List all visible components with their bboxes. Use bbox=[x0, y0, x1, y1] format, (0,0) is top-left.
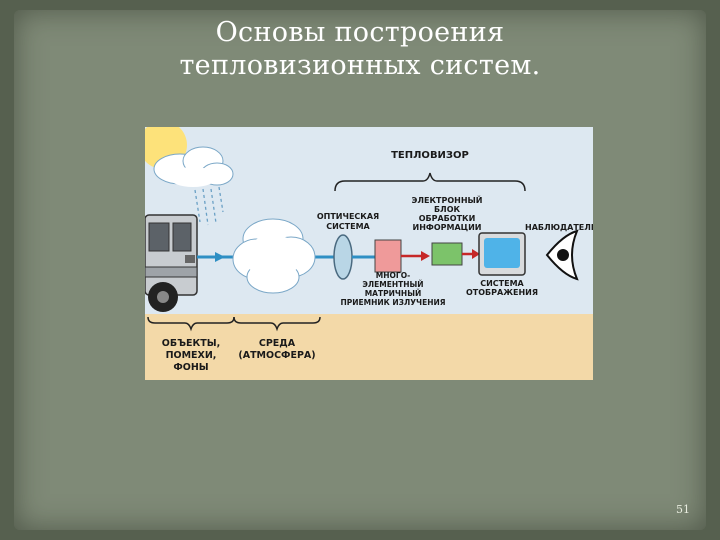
label-electronic-line1: ЭЛЕКТРОННЫЙ bbox=[411, 194, 482, 205]
display-monitor-icon bbox=[478, 232, 526, 276]
objects-brace bbox=[147, 316, 235, 332]
slide-title: Основы построения тепловизионных систем. bbox=[0, 16, 720, 82]
label-medium-line2: (АТМОСФЕРА) bbox=[238, 350, 315, 361]
teplovizor-brace bbox=[334, 172, 526, 192]
label-objects-line1: ОБЪЕКТЫ, bbox=[162, 338, 220, 349]
label-matrix-line2: ЭЛЕМЕНТНЫЙ bbox=[362, 280, 423, 289]
label-optical-line1: ОПТИЧЕСКАЯ bbox=[317, 212, 379, 221]
processing-block bbox=[431, 242, 463, 266]
label-display-line2: ОТОБРАЖЕНИЯ bbox=[466, 288, 538, 297]
label-electronic-line4: ИНФОРМАЦИИ bbox=[413, 223, 482, 232]
thermal-imager-diagram: ТЕПЛОВИЗОР ОПТИЧЕСКАЯ СИСТЕМА ЭЛЕКТРОННЫ… bbox=[145, 127, 593, 380]
lens-icon bbox=[333, 234, 353, 280]
title-line-2: тепловизионных систем. bbox=[179, 50, 541, 81]
label-objects-line2: ПОМЕХИ, bbox=[166, 350, 217, 361]
truck-icon bbox=[145, 214, 198, 312]
arrow-right-icon bbox=[472, 249, 480, 259]
display-screen bbox=[484, 238, 520, 268]
observer-eye-icon bbox=[545, 229, 579, 281]
label-matrix-line4: ПРИЕМНИК ИЗЛУЧЕНИЯ bbox=[340, 298, 445, 307]
medium-brace bbox=[233, 316, 321, 332]
label-electronic-line2: БЛОК bbox=[434, 205, 461, 214]
title-line-1: Основы построения bbox=[215, 17, 505, 48]
diagram-svg: ТЕПЛОВИЗОР ОПТИЧЕСКАЯ СИСТЕМА ЭЛЕКТРОННЫ… bbox=[145, 127, 593, 380]
matrix-detector-block bbox=[374, 239, 402, 273]
label-medium-line1: СРЕДА bbox=[259, 338, 296, 349]
label-matrix-line3: МАТРИЧНЫЙ bbox=[365, 289, 422, 298]
ground-background bbox=[145, 314, 593, 380]
label-teplovizor: ТЕПЛОВИЗОР bbox=[391, 150, 469, 161]
atmosphere-cloud-icon bbox=[232, 218, 316, 294]
rain-cloud-icon bbox=[153, 146, 234, 226]
arrow-right-icon bbox=[421, 251, 430, 261]
label-optical-line2: СИСТЕМА bbox=[326, 222, 370, 231]
beam-arrow-icon bbox=[215, 252, 225, 262]
label-observer: НАБЛЮДАТЕЛЬ bbox=[525, 223, 593, 232]
label-electronic-line3: ОБРАБОТКИ bbox=[419, 214, 476, 223]
label-matrix-line1: МНОГО- bbox=[376, 271, 410, 280]
label-objects-line3: ФОНЫ bbox=[173, 362, 208, 373]
label-display-line1: СИСТЕМА bbox=[480, 279, 524, 288]
page-number: 51 bbox=[676, 503, 690, 516]
